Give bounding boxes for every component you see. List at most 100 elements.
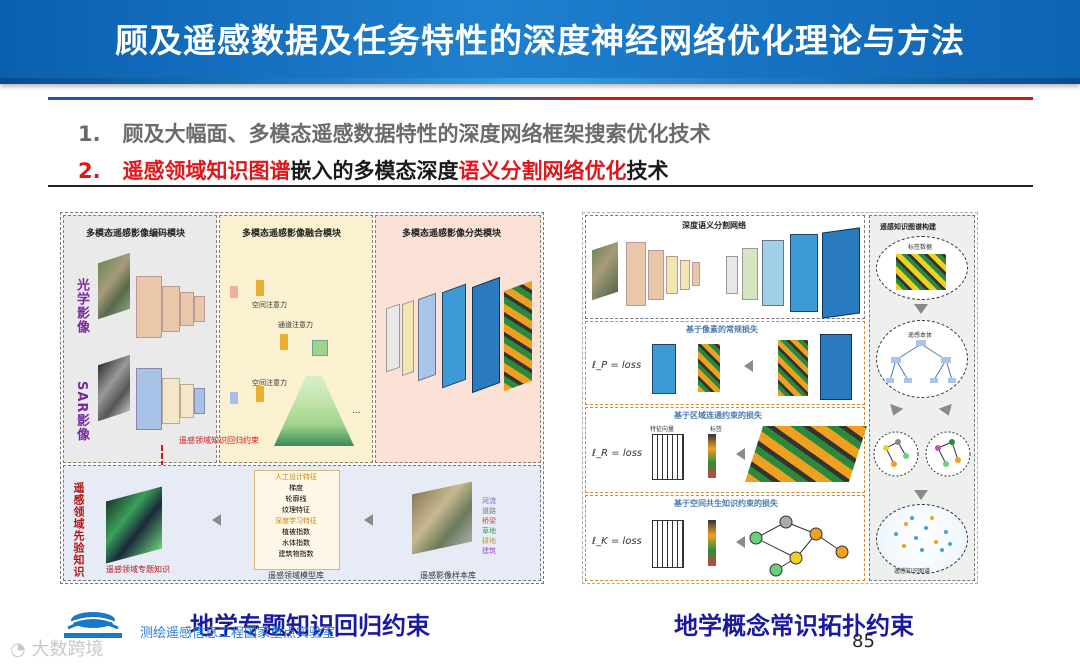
feature-item: 人工设计特征: [254, 472, 338, 483]
watermark: ◔ 大数跨境: [10, 635, 103, 661]
feature-item: 深度学习特征: [254, 516, 338, 527]
optical-layer: [180, 292, 194, 326]
optical-layer: [162, 286, 180, 332]
feature-item: 建筑物指数: [254, 549, 338, 560]
label-vector: [708, 434, 716, 478]
optical-image: [98, 253, 130, 319]
bullet-text: 顾及大幅面、多模态遥感数据特性的深度网络框架搜索优化技术: [123, 122, 711, 146]
sub-graphs: [872, 422, 972, 486]
attention-block: [230, 286, 238, 298]
sar-image: [98, 355, 130, 421]
sample-images: [412, 482, 472, 555]
right-figure: 深度语义分割网络 基于像素的常规损失 ℓ_P = loss 基于区域连通约束的损…: [582, 212, 978, 584]
seg-layer: [692, 262, 700, 286]
bullet-text-end: 技术: [627, 159, 669, 183]
bullet-item-1: 1. 顾及大幅面、多模态遥感数据特性的深度网络框架搜索优化技术: [78, 118, 711, 148]
region-loss-title: 基于区域连通约束的损失: [674, 410, 762, 421]
kg-construction: 遥感知识图谱构建 标签数据 遥感本体: [869, 215, 975, 581]
header-banner: 顾及遥感数据及任务特性的深度神经网络优化理论与方法: [0, 0, 1080, 84]
output-layer: [820, 334, 852, 400]
arrow-left-icon: [736, 448, 745, 460]
sar-layer: [136, 368, 162, 430]
arrow-left-icon: [744, 360, 753, 372]
encoder-title: 多模态遥感影像编码模块: [86, 226, 185, 239]
seg-layer: [680, 260, 690, 290]
label-data-text: 标签数据: [908, 242, 932, 251]
decoder-layer: [386, 303, 400, 372]
class-item: 耕地: [482, 536, 496, 546]
left-figure: 多模态遥感影像编码模块 光学影像 SAR影像 多模态遥感影像融合模块 空间注意力…: [60, 212, 544, 584]
segmentation-network: 深度语义分割网络: [585, 215, 865, 319]
model-library-label: 遥感领域模型库: [268, 570, 324, 581]
feature-item: 植被指数: [254, 527, 338, 538]
feature-vector: [652, 434, 684, 480]
classification-result: [504, 281, 532, 391]
kg-dots: [886, 514, 956, 558]
pixel-loss-formula: ℓ_P = loss: [592, 360, 641, 371]
prediction-map: [778, 340, 808, 396]
prior-knowledge-module: 遥感领域先验知识 遥感领域专题知识 人工设计特征 梯度 轮廓线 纹理特征 深度学…: [63, 465, 541, 581]
fusion-module: 多模态遥感影像融合模块 空间注意力 通道注意力 空间注意力 ...: [219, 215, 373, 463]
pixel-loss-title: 基于像素的常规损失: [686, 324, 758, 335]
feature-vector: [652, 520, 684, 568]
kg-build-title: 遥感知识图谱构建: [880, 222, 936, 232]
watermark-icon: ◔: [10, 639, 26, 660]
bullet-highlight-1: 遥感领域知识图谱: [123, 159, 291, 183]
knowledge-loss-formula: ℓ_K = loss: [592, 536, 642, 547]
feature-item: 纹理特征: [254, 505, 338, 516]
regression-label: 遥感领域知识回归约束: [179, 435, 259, 446]
spatial-attention-label-1: 空间注意力: [252, 300, 287, 310]
bullet-highlight-2: 语义分割网络优化: [459, 159, 627, 183]
spatial-attention-label-2: 空间注意力: [252, 378, 287, 388]
class-legend: 河流 道路 桥梁 草地 耕地 建筑: [482, 496, 496, 556]
seg-layer: [648, 250, 664, 300]
arrow-down-icon: [887, 404, 904, 418]
input-image: [592, 242, 618, 300]
sar-label: SAR影像: [72, 381, 91, 441]
class-item: 道路: [482, 506, 496, 516]
bullet-text-mid: 嵌入的多模态深度: [291, 159, 459, 183]
arrow-down-icon: [914, 490, 928, 500]
feature-map: [652, 344, 676, 394]
feature-list-items: 人工设计特征 梯度 轮廓线 纹理特征 深度学习特征 植被指数 水体指数 建筑物指…: [254, 472, 338, 560]
class-item: 河流: [482, 496, 496, 506]
decoder-layer: [418, 293, 436, 382]
bullet-number: 2.: [78, 159, 101, 183]
classification-module: 多模态遥感影像分类模块: [375, 215, 541, 463]
arrow-left-icon: [736, 536, 745, 548]
feature-vector-label: 特征向量: [650, 424, 674, 433]
fusion-title: 多模态遥感影像融合模块: [242, 226, 341, 239]
feature-item: 水体指数: [254, 538, 338, 549]
items-divider: [48, 185, 1033, 187]
arrow-left-icon: [212, 514, 221, 526]
seg-layer: [626, 242, 646, 306]
slide-title: 顾及遥感数据及任务特性的深度神经网络优化理论与方法: [0, 14, 1080, 62]
ontology-tree: [886, 340, 956, 392]
pixel-loss-block: 基于像素的常规损失 ℓ_P = loss: [585, 321, 865, 405]
ellipsis: ...: [352, 406, 361, 416]
banner-accent: [0, 78, 1080, 84]
decoder-layer: [402, 300, 414, 376]
seg-net-title: 深度语义分割网络: [682, 220, 746, 231]
region-map: [745, 426, 867, 482]
seg-output: [822, 227, 860, 318]
attention-block: [256, 386, 264, 402]
fusion-cube: [312, 340, 328, 356]
seg-layer: [762, 240, 784, 306]
bullet-item-2: 2. 遥感领域知识图谱嵌入的多模态深度语义分割网络优化技术: [78, 155, 669, 185]
region-loss-block: 基于区域连通约束的损失 ℓ_R = loss 特征向量 标签: [585, 407, 865, 493]
seg-layer: [666, 256, 678, 294]
label-data-images: [896, 254, 946, 290]
encoder-module: 多模态遥感影像编码模块 光学影像 SAR影像: [63, 215, 217, 463]
knowledge-graph-small: [746, 508, 860, 578]
seg-layer: [726, 256, 738, 294]
prior-knowledge-label: 遥感领域先验知识: [70, 482, 86, 578]
ontology-text: 遥感本体: [908, 330, 932, 339]
top-divider: [48, 97, 1033, 100]
right-caption: 地学概念常识拓扑约束: [674, 606, 914, 641]
arrow-down-icon: [939, 404, 956, 418]
thematic-maps: [106, 486, 162, 563]
label-map: [698, 344, 720, 392]
sar-layer: [180, 384, 194, 418]
optical-layer: [194, 296, 205, 322]
